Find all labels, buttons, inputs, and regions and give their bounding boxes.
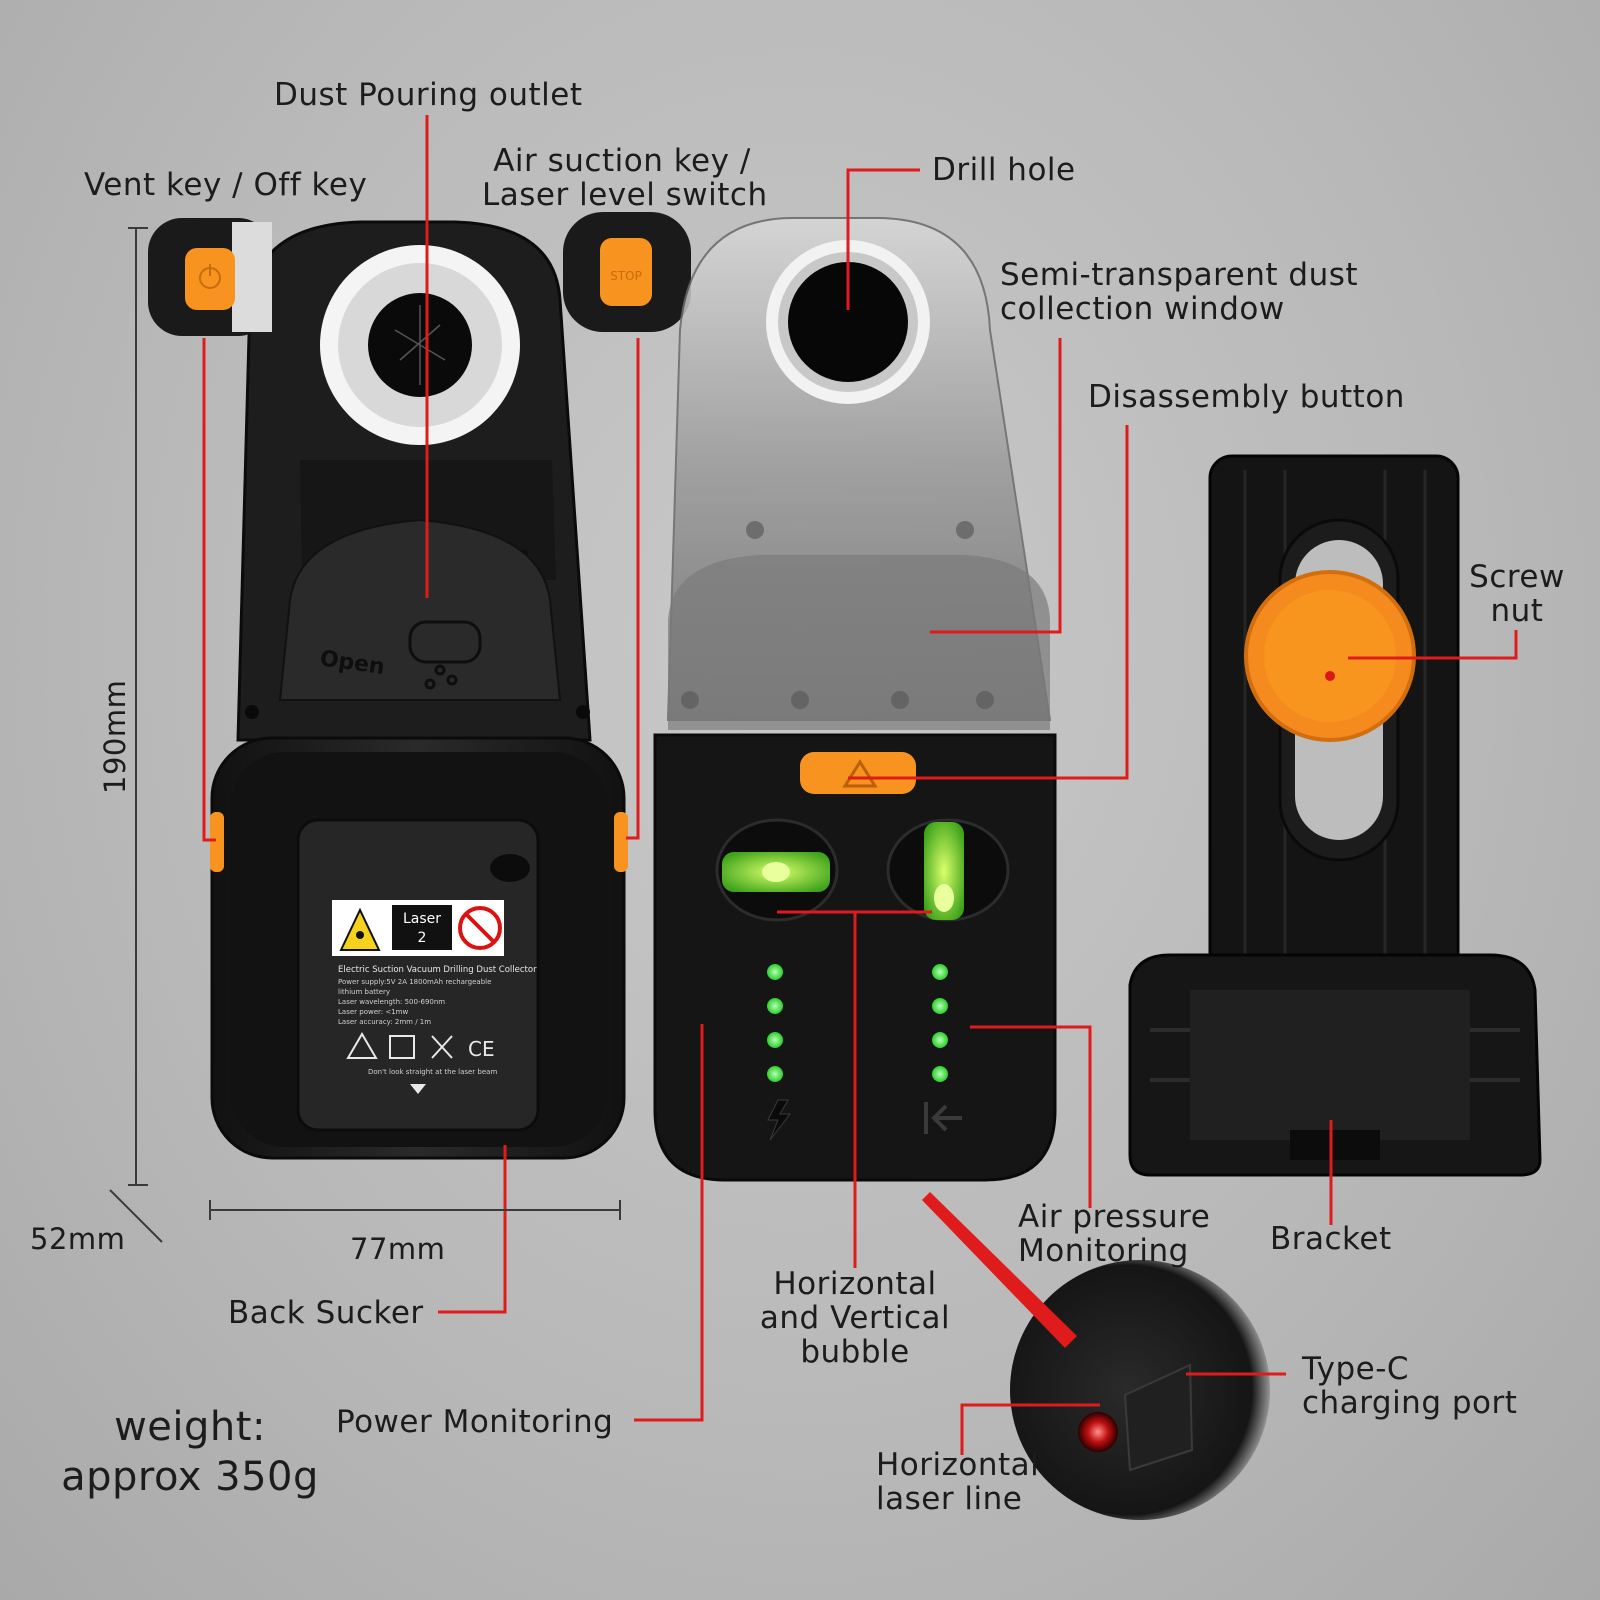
label-dust-pouring-outlet: Dust Pouring outlet <box>274 77 583 113</box>
dimension-width: 77mm <box>350 1232 446 1266</box>
label-semi-window-line2: collection window <box>1000 291 1285 327</box>
back-sucker-pad <box>296 818 540 1132</box>
label-laser-line-line2: laser line <box>876 1481 1023 1517</box>
label-type-c-line1: Type-C <box>1302 1351 1410 1387</box>
eject-icon <box>842 759 878 788</box>
side-orange-key-left <box>210 812 224 872</box>
sticker-spec2: lithium battery <box>338 988 390 996</box>
weight-line2: approx 350g <box>61 1454 319 1500</box>
dimension-depth: 52mm <box>30 1222 126 1256</box>
device-front-view <box>653 217 1057 1182</box>
label-air-pressure: Air pressure Monitoring <box>1018 1200 1210 1268</box>
label-air-suction-key-line1: Air suction key / <box>493 143 751 179</box>
dimension-height: 190mm <box>98 679 132 794</box>
weight-info: weight: approx 350g <box>40 1402 340 1502</box>
dust-outlet-icon <box>408 620 482 690</box>
type-c-laser-inset <box>1010 1260 1270 1520</box>
label-screw-nut-line1: Screw <box>1469 559 1565 595</box>
label-semi-window: Semi-transparent dust collection window <box>1000 258 1358 326</box>
weight-line1: weight: <box>114 1404 266 1450</box>
device-back-view: Open Laser Laser 2 Electric Suction Vacu… <box>210 220 628 1160</box>
power-led-column <box>767 964 783 1082</box>
laser-class-number: 2 <box>418 930 427 946</box>
label-bracket: Bracket <box>1270 1221 1392 1257</box>
label-bubble: Horizontal and Vertical bubble <box>732 1267 978 1369</box>
label-air-pressure-line1: Air pressure <box>1018 1199 1211 1235</box>
vent-off-key <box>185 248 235 310</box>
label-air-suction-key: Air suction key / Laser level switch <box>482 143 768 213</box>
ce-mark: CE <box>468 1037 495 1061</box>
disassembly-button <box>800 752 916 794</box>
stop-text: STOP <box>610 269 642 283</box>
label-laser-line: Horizontal laser line <box>876 1448 1039 1516</box>
vent-key-inset <box>148 218 272 336</box>
sticker-spec1: Power supply:5V 2A 1800mAh rechargeable <box>338 978 491 986</box>
laser-class-text: Laser <box>403 911 441 927</box>
label-bubble-line3: bubble <box>800 1334 910 1370</box>
label-screw-nut-line2: nut <box>1490 593 1544 629</box>
arrow-down-icon <box>410 1084 426 1094</box>
warning-icons <box>346 1032 453 1059</box>
bracket <box>1128 454 1542 1177</box>
air-suction-key-inset: STOP <box>563 212 691 332</box>
sticker-spec5: Laser accuracy: 2mm / 1m <box>338 1018 431 1026</box>
label-bubble-line1: Horizontal <box>773 1266 937 1302</box>
label-type-c-line2: charging port <box>1302 1385 1518 1421</box>
label-air-suction-key-line2: Laser level switch <box>482 177 768 213</box>
label-semi-window-line1: Semi-transparent dust <box>1000 257 1359 293</box>
vertical-bubble-level <box>924 822 964 920</box>
sticker-warning: Don't look straight at the laser beam <box>368 1068 497 1076</box>
screw-nut <box>1244 570 1416 742</box>
sticker-spec3: Laser wavelength: 500-690nm <box>338 998 445 1006</box>
label-bubble-line2: and Vertical <box>759 1300 951 1336</box>
sticker-spec4: Laser power: <1mw <box>338 1008 408 1016</box>
side-orange-key-right <box>614 812 628 872</box>
air-pressure-led-column <box>932 964 948 1082</box>
inset-pointer <box>922 1192 1077 1348</box>
label-disassembly-button: Disassembly button <box>1088 379 1405 415</box>
label-type-c: Type-C charging port <box>1302 1352 1517 1420</box>
laser-sticker: Laser Laser 2 Electric Suction Vacuum Dr… <box>332 900 537 1094</box>
label-air-pressure-line2: Monitoring <box>1018 1233 1189 1269</box>
label-back-sucker: Back Sucker <box>228 1295 424 1331</box>
leader-lines <box>202 115 1518 1455</box>
pressure-arrow-icon <box>924 1102 962 1134</box>
type-c-port <box>1123 1363 1194 1472</box>
lightning-icon <box>767 1099 792 1141</box>
label-screw-nut: Screw nut <box>1452 560 1582 628</box>
label-drill-hole: Drill hole <box>932 152 1076 188</box>
air-suction-key <box>600 238 652 306</box>
label-power-monitoring: Power Monitoring <box>336 1404 614 1440</box>
label-laser-line-line1: Horizontal <box>876 1447 1040 1483</box>
laser-emitter <box>1078 1412 1118 1452</box>
label-vent-key: Vent key / Off key <box>84 167 368 203</box>
dimension-lines <box>109 227 621 1243</box>
sticker-title: Electric Suction Vacuum Drilling Dust Co… <box>338 965 537 975</box>
